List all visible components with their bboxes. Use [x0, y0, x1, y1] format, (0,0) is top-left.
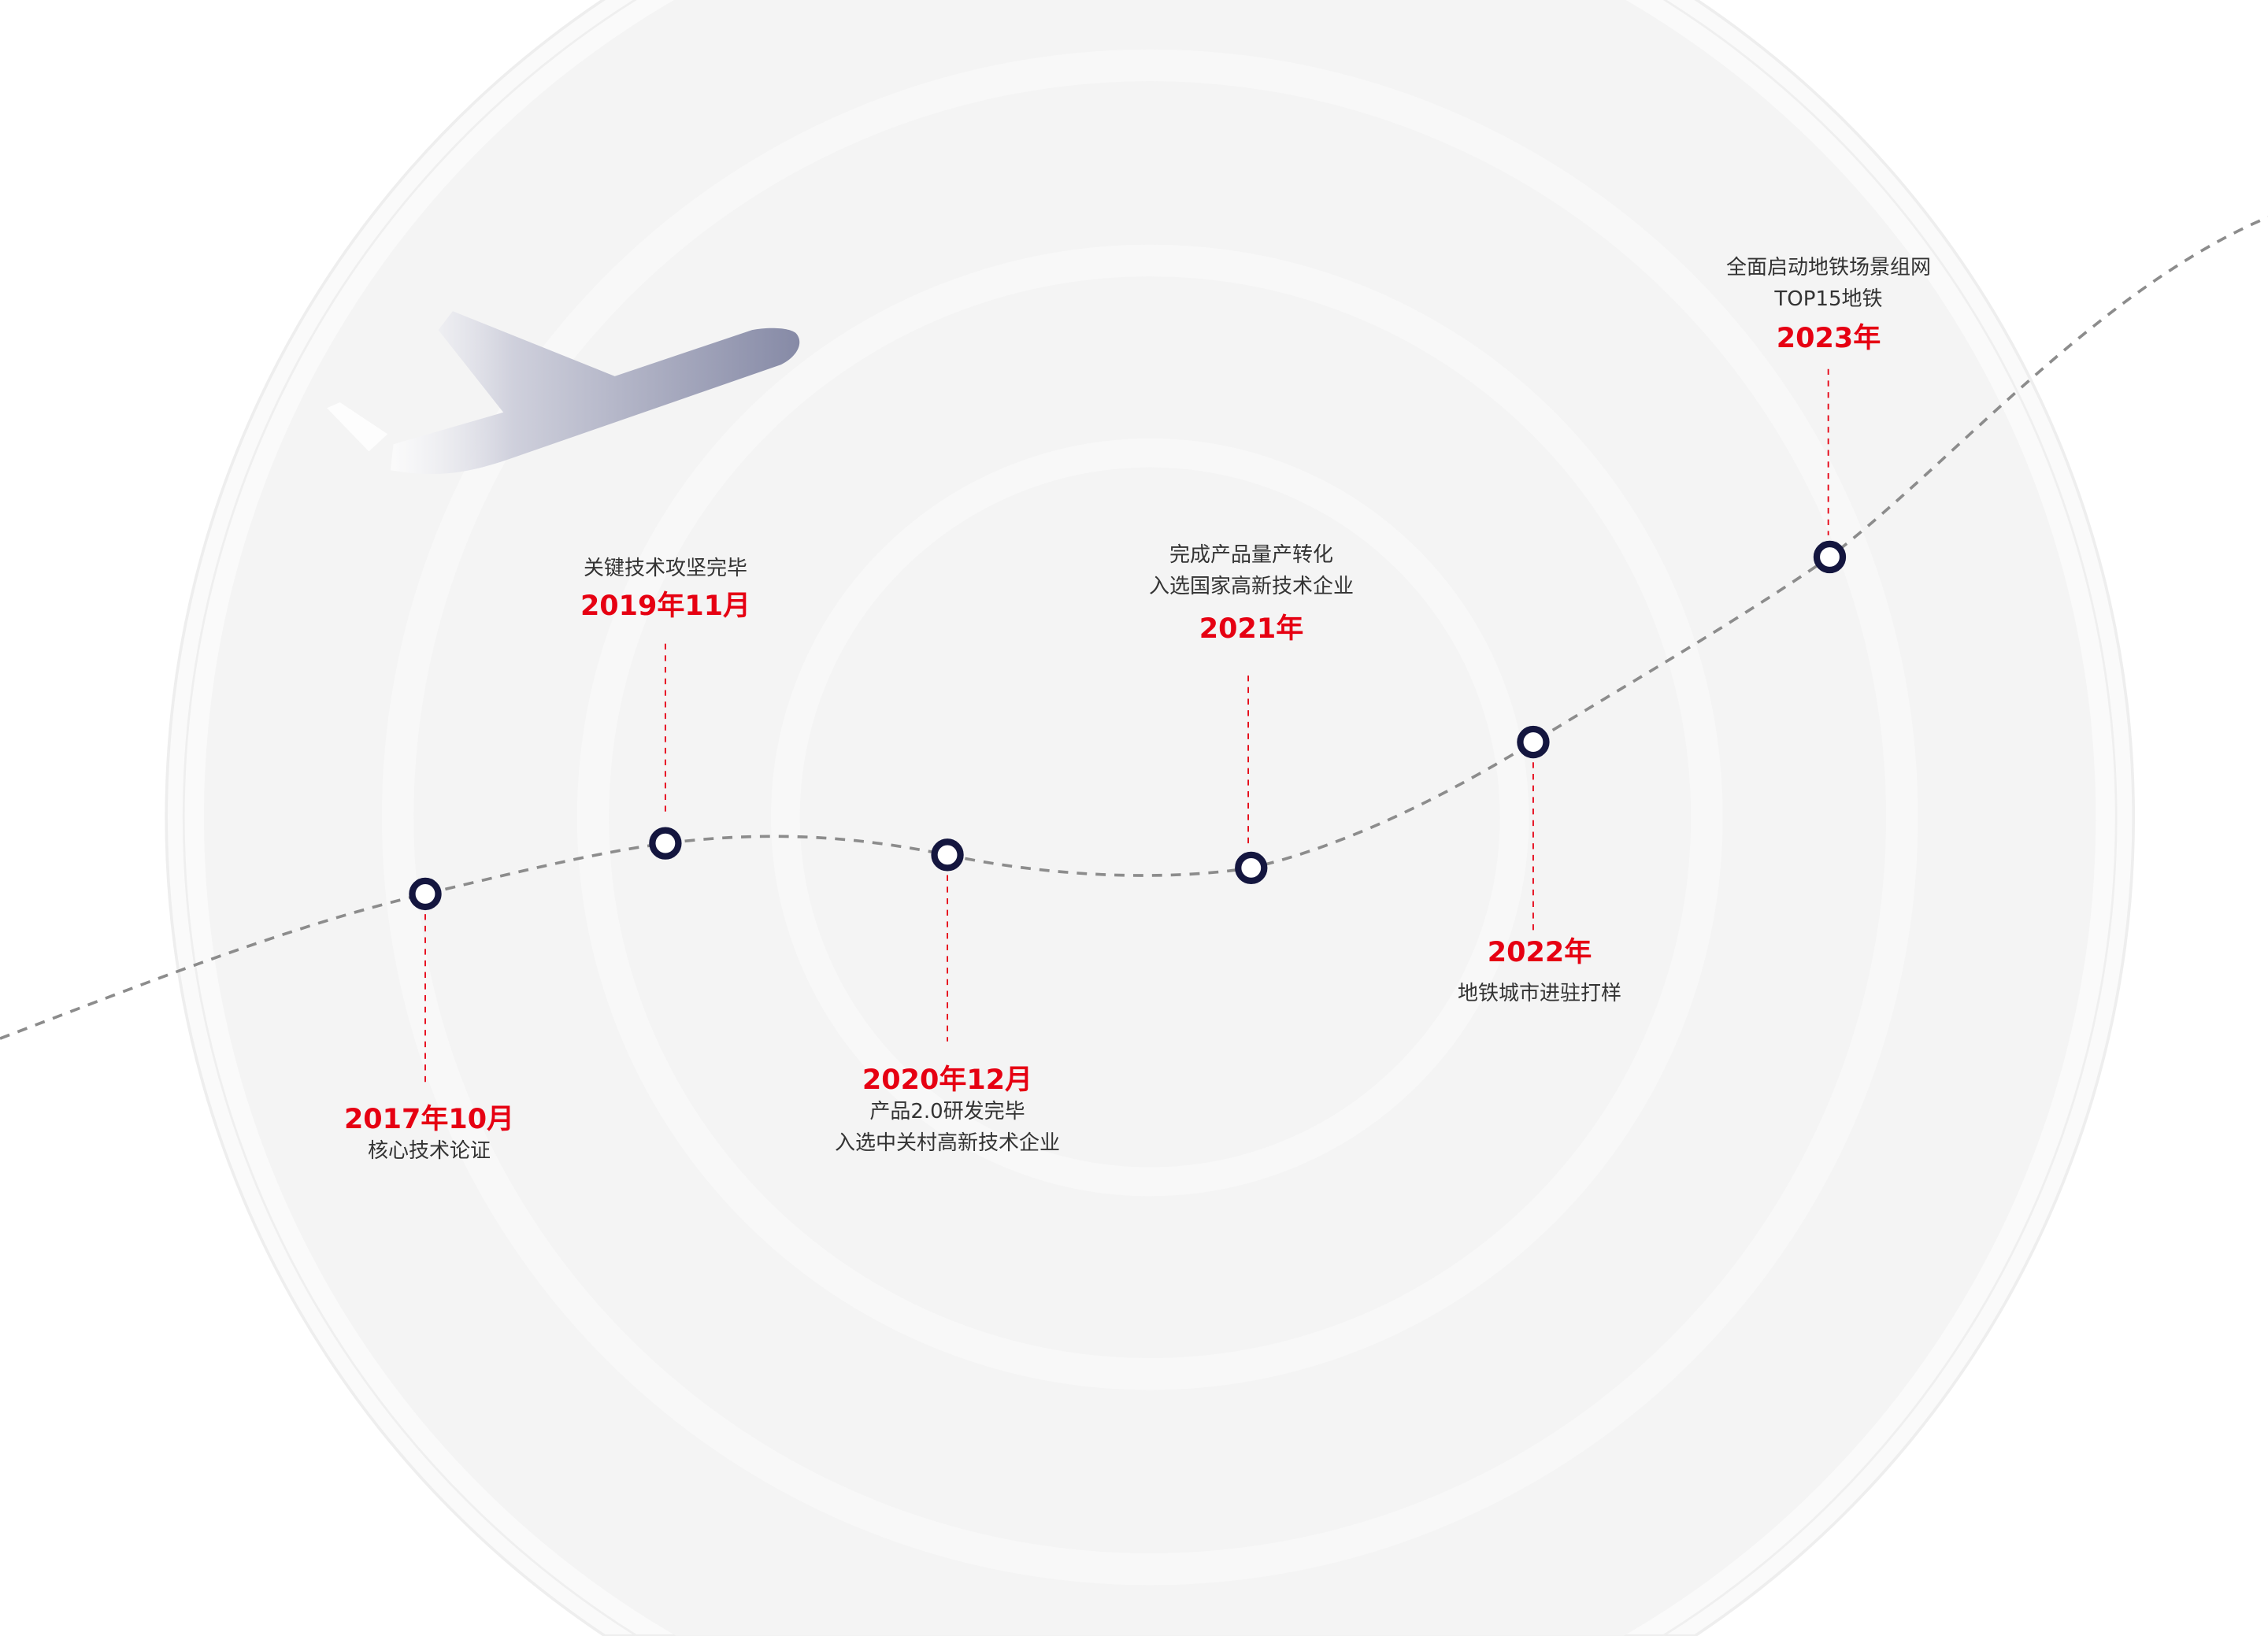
milestone-desc: 核心技术论证 — [367, 1139, 491, 1163]
milestone-dot — [409, 877, 442, 911]
milestone-date: 2022年 — [1487, 937, 1592, 968]
milestone-date: 2019年11月 — [580, 590, 751, 622]
milestone-desc: 入选中关村高新技术企业 — [834, 1131, 1061, 1155]
milestone-2017: 2017年10月 核心技术论证 — [344, 1104, 514, 1167]
milestone-date: 2017年10月 — [343, 1104, 515, 1135]
milestone-desc: 入选国家高新技术企业 — [1148, 575, 1354, 598]
milestone-2023: 全面启动地铁场景组网 TOP15地铁 2023年 — [1726, 252, 1931, 354]
milestone-dot — [931, 838, 964, 872]
connector-lines — [424, 368, 1829, 1085]
milestone-2022: 2022年 地铁城市进驻打样 — [1458, 937, 1621, 1009]
milestone-desc: 关键技术攻坚完毕 — [583, 557, 747, 580]
milestone-dot — [649, 827, 682, 860]
milestone-desc: TOP15地铁 — [1774, 287, 1883, 311]
milestone-2021: 完成产品量产转化 入选国家高新技术企业 2021年 — [1149, 539, 1354, 645]
milestone-2019: 关键技术攻坚完毕 2019年11月 — [580, 553, 750, 622]
milestone-dot — [1235, 851, 1268, 885]
milestone-desc: 地铁城市进驻打样 — [1457, 982, 1622, 1005]
background-rings — [165, 0, 2135, 1636]
milestone-desc: 产品2.0研发完毕 — [869, 1100, 1025, 1123]
milestone-date: 2021年 — [1199, 613, 1304, 645]
milestone-desc: 全面启动地铁场景组网 — [1725, 256, 1932, 279]
milestone-2020: 2020年12月 产品2.0研发完毕 入选中关村高新技术企业 — [835, 1064, 1060, 1159]
milestone-date: 2023年 — [1776, 323, 1881, 354]
milestone-desc: 完成产品量产转化 — [1169, 543, 1334, 567]
milestone-dot — [1813, 540, 1847, 574]
milestone-dot — [1517, 725, 1550, 759]
airplane-icon — [327, 311, 800, 475]
milestone-date: 2020年12月 — [862, 1064, 1033, 1096]
